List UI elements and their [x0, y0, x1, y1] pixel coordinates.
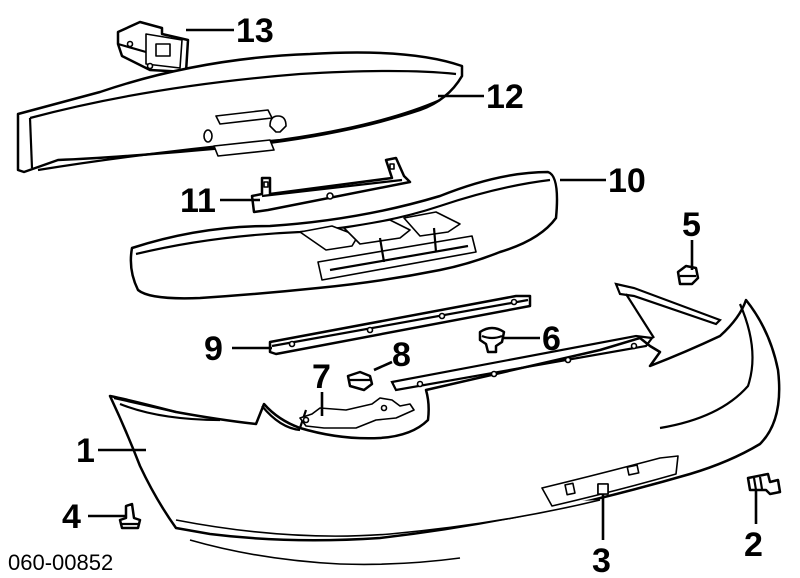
- callout-7: 7: [312, 358, 331, 396]
- part-12-impact-bar: [16, 51, 464, 174]
- callout-11: 11: [180, 182, 216, 220]
- callout-9: 9: [204, 330, 223, 368]
- part-8-clip: [346, 370, 374, 392]
- part-6-grommet: [478, 326, 506, 354]
- callout-2: 2: [744, 526, 763, 564]
- part-13-bracket: [116, 20, 190, 74]
- part-11-bracket: [250, 156, 412, 214]
- part-9-retainer-strip: [268, 294, 532, 356]
- callout-13: 13: [236, 12, 274, 50]
- reference-number: 060-00852: [8, 550, 113, 575]
- part-4-push-pin: [118, 502, 142, 530]
- callout-3: 3: [592, 542, 611, 578]
- part-1-bumper-cover: [108, 282, 781, 566]
- callout-8: 8: [392, 336, 411, 374]
- part-7-bracket: [299, 397, 415, 429]
- leader-8: [373, 360, 393, 372]
- callout-5: 5: [682, 206, 701, 244]
- part-3-nut: [597, 483, 609, 495]
- part-5-nut: [676, 264, 700, 286]
- callout-6: 6: [542, 320, 561, 358]
- callout-12: 12: [486, 78, 524, 116]
- callout-1: 1: [76, 432, 95, 470]
- part-10-energy-absorber: [129, 170, 559, 300]
- part-2-screw: [746, 472, 782, 496]
- leader-lines: [88, 28, 758, 540]
- callout-10: 10: [608, 162, 646, 200]
- callout-labels: 13 12 11 10 5 9 8 6 7 1 4 3 2 060-00852: [8, 12, 763, 578]
- callout-4: 4: [62, 498, 81, 536]
